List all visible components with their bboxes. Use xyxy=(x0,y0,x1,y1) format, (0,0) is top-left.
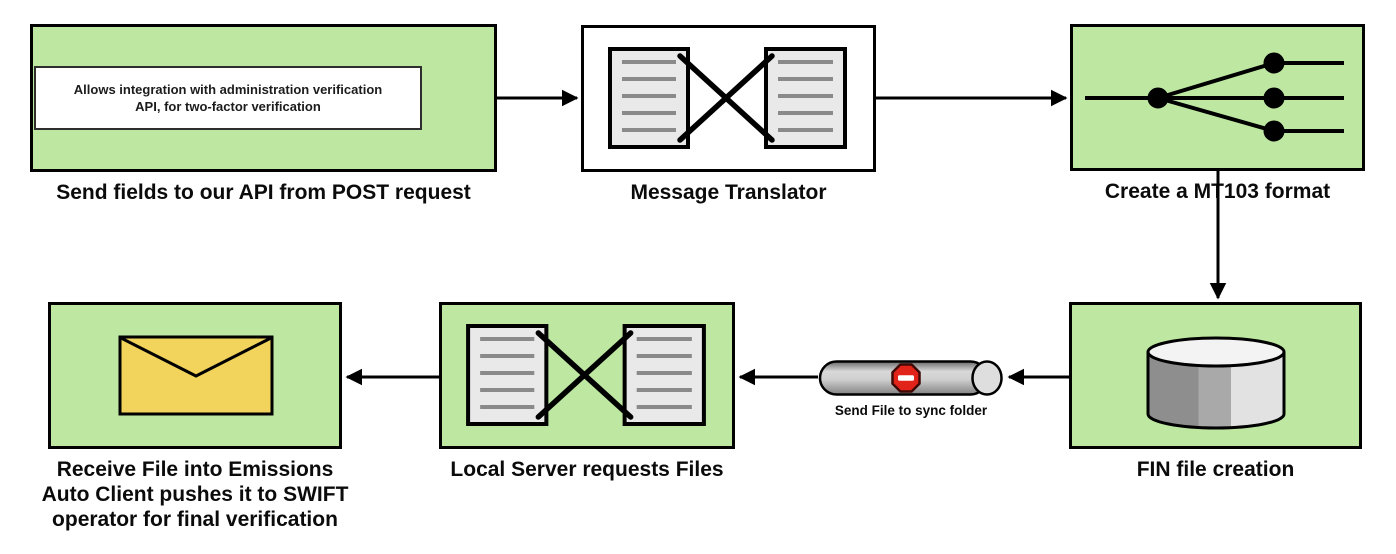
database-cylinder-icon xyxy=(1146,336,1286,430)
node-create-mt103 xyxy=(1070,24,1365,171)
node-send-fields: Allows integration with administration v… xyxy=(30,24,497,172)
node-receive-file-label: Receive File into Emissions Auto Client … xyxy=(10,457,380,532)
receive-file-label-line-3: operator for final verification xyxy=(52,508,338,531)
receive-file-label-line-1: Receive File into Emissions xyxy=(56,458,334,481)
note-line-1: Allows integration with administration v… xyxy=(73,82,383,97)
fan-out-icon xyxy=(1085,52,1344,142)
pipe-icon xyxy=(818,360,1003,396)
cross-lines xyxy=(535,330,634,420)
documents-exchange-icon xyxy=(466,324,706,426)
receive-file-label-line-2: Auto Client pushes it to SWIFT xyxy=(41,483,349,506)
envelope-icon xyxy=(118,335,274,416)
node-local-server-label: Local Server requests Files xyxy=(450,458,724,481)
pipe-send-file xyxy=(818,359,1004,397)
note-line-2: API, for two-factor verification xyxy=(135,99,321,114)
note-two-factor: Allows integration with administration v… xyxy=(34,66,422,130)
node-local-server xyxy=(439,302,735,449)
node-receive-file xyxy=(48,302,342,449)
pipe-send-file-label: Send File to sync folder xyxy=(834,403,988,418)
node-message-translator xyxy=(581,25,876,172)
node-fin-file-label: FIN file creation xyxy=(1136,458,1295,481)
node-message-translator-label: Message Translator xyxy=(630,181,827,204)
cross-lines xyxy=(677,53,775,143)
no-entry-icon xyxy=(891,363,921,393)
documents-exchange-icon xyxy=(608,47,847,149)
node-create-mt103-label: Create a MT103 format xyxy=(1104,180,1331,203)
node-fin-file-creation xyxy=(1069,302,1362,449)
node-send-fields-label: Send fields to our API from POST request xyxy=(56,181,471,204)
